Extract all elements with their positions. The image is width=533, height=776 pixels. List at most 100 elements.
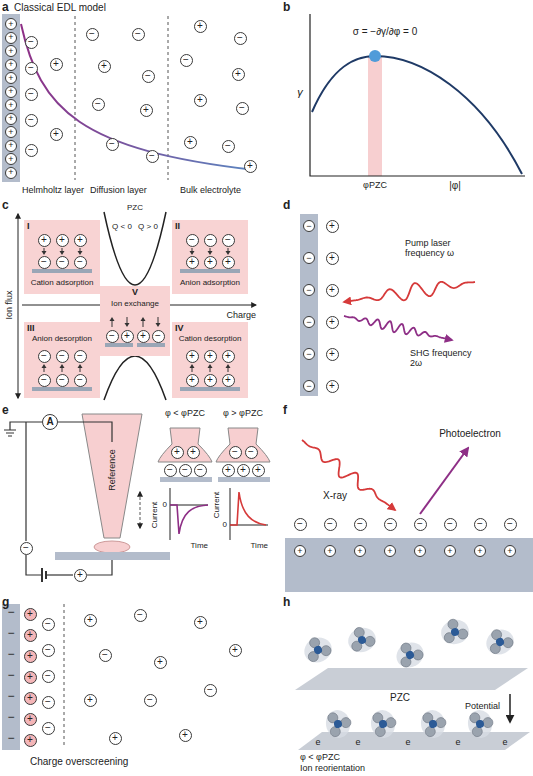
ion-circle: −	[144, 694, 157, 707]
ion-circle: +	[5, 167, 17, 179]
electrocapillary-plot	[310, 14, 525, 176]
state-label: φ < φPZC	[300, 752, 340, 762]
ion-circle: −	[444, 518, 457, 531]
flux-arrow	[125, 323, 130, 327]
ion-sign: −	[59, 257, 65, 267]
ion-circle: +	[24, 734, 37, 747]
ion-sign: −	[102, 650, 108, 660]
axis-label: Time	[191, 541, 208, 550]
anion-molecule	[369, 708, 397, 740]
ion-circle: +	[186, 256, 199, 269]
ion-sign: +	[329, 221, 335, 231]
ion-circle: −	[354, 518, 367, 531]
flux-arrow	[208, 251, 213, 255]
ion-sign: −	[95, 99, 101, 109]
anion-molecule	[495, 637, 506, 648]
flux-arrow	[190, 251, 195, 255]
ion-circle: −	[303, 348, 315, 360]
ion-circle: −	[134, 609, 147, 622]
plot-axes	[170, 488, 208, 540]
electrode-bar	[2, 14, 20, 182]
pipette-tip	[158, 428, 212, 462]
ion-circle: −	[56, 374, 69, 387]
ion-sign: −	[145, 71, 151, 81]
circuit-wire	[46, 574, 73, 575]
ion-sign: +	[329, 285, 335, 295]
ion-sign: +	[27, 672, 33, 682]
axis-label: γ	[297, 86, 303, 99]
ion-sign: +	[190, 447, 196, 457]
ion-circle: −	[74, 256, 87, 269]
ion-sign: −	[417, 519, 423, 529]
axis-label: 0	[163, 500, 167, 509]
ion-sign: +	[329, 349, 335, 359]
light-pulse	[302, 440, 395, 510]
ion-sign: +	[8, 20, 13, 29]
region-number: III	[27, 323, 35, 333]
ion-sign: −	[182, 465, 188, 475]
electron-label: e	[502, 737, 507, 747]
ion-sign: +	[240, 465, 246, 475]
ion-circle: −	[25, 36, 38, 49]
ion-sign: +	[77, 570, 83, 580]
ion-sign: −	[239, 103, 245, 113]
ion-sign: −	[109, 331, 115, 341]
ion-circle: +	[222, 464, 235, 477]
ion-sign: +	[143, 105, 149, 115]
ion-circle: −	[99, 649, 112, 662]
ion-circle: +	[74, 234, 87, 247]
ion-sign: +	[140, 331, 146, 341]
ion-circle: −	[74, 374, 87, 387]
ion-sign: +	[327, 547, 332, 556]
anion-molecule	[300, 632, 336, 666]
ion-sign: −	[77, 375, 83, 385]
overscreening-panel	[2, 604, 64, 750]
panel-letter: e	[2, 404, 9, 418]
ion-sign: +	[477, 547, 482, 556]
flux-curve	[104, 212, 166, 285]
ion-circle: +	[84, 694, 97, 707]
substrate	[55, 552, 170, 560]
ion-sign: +	[197, 617, 203, 627]
box-label: Cation desorption	[179, 334, 242, 343]
electron-label: e	[355, 737, 360, 747]
ion-sign: A	[46, 417, 53, 427]
ion-sign: −	[207, 685, 213, 695]
pipette-tip	[216, 428, 270, 462]
potential-arrow	[509, 694, 511, 722]
ion-circle: −	[56, 350, 69, 363]
panel-letter: c	[2, 199, 9, 213]
ion-circle: +	[5, 126, 17, 138]
ion-sign: −	[28, 115, 34, 125]
flux-axis	[18, 214, 19, 398]
ion-circle: −	[42, 618, 55, 631]
circuit-wire	[25, 422, 26, 541]
region-number: V	[100, 287, 170, 297]
ion-circle: −	[146, 150, 159, 163]
anion-molecule	[419, 708, 448, 740]
ion-circle: +	[84, 614, 97, 627]
ion-circle: +	[24, 608, 37, 621]
ion-sign: +	[225, 351, 231, 361]
ion-sign: +	[53, 59, 59, 69]
ion-sign: +	[255, 465, 261, 475]
surface-bar	[137, 343, 165, 347]
electron-label: e	[405, 737, 410, 747]
flux-arrow	[78, 251, 83, 255]
anion-molecule	[324, 708, 352, 740]
region-number: II	[175, 221, 180, 231]
ion-circle: +	[50, 128, 63, 141]
panel-letter: a	[2, 1, 9, 15]
anion-molecule	[392, 638, 428, 673]
electrode-bar	[285, 538, 533, 592]
ion-circle: −	[474, 518, 487, 531]
region-label: Q > 0	[138, 222, 158, 231]
flux-arrow	[156, 323, 161, 327]
ion-circle: +	[186, 350, 199, 363]
ion-circle: +	[194, 616, 207, 629]
ion-circle: +	[384, 545, 396, 557]
ion-sign: +	[207, 257, 213, 267]
ion-sign: −	[41, 257, 47, 267]
axis-label: φPZC	[363, 180, 387, 190]
anion-molecule	[405, 650, 416, 661]
